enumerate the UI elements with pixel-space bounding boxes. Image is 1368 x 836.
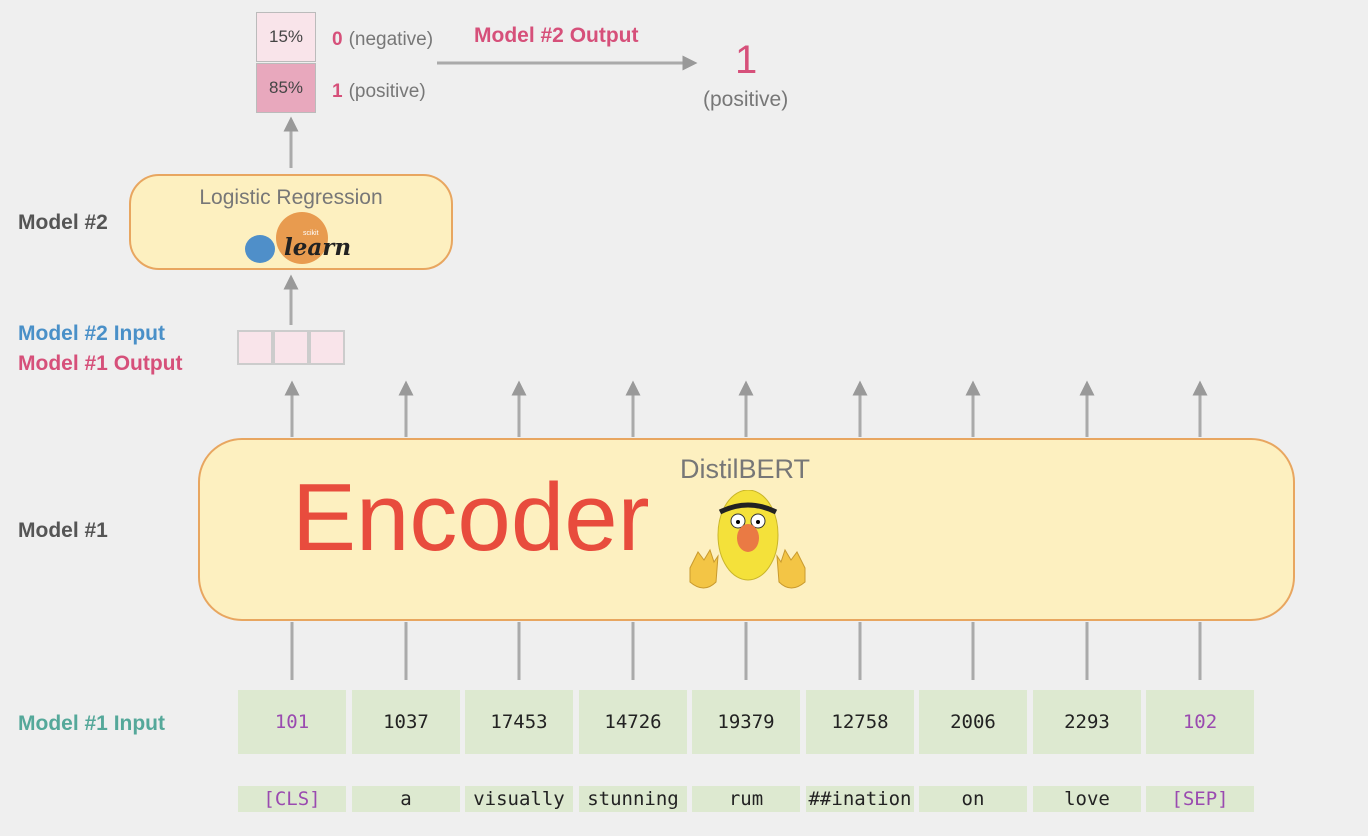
token-text-cell: visually (465, 786, 573, 812)
class-positive-label: 1(positive) (332, 81, 426, 103)
token-text-cell: love (1033, 786, 1141, 812)
token-id-cell: 17453 (465, 690, 573, 754)
sklearn-logo-icon (245, 212, 328, 264)
model1-input-label: Model #1 Input (18, 712, 165, 735)
prob-negative-cell: 15% (256, 12, 316, 62)
token-text-cell: on (919, 786, 1027, 812)
encoder-title: Encoder (292, 464, 650, 571)
token-id-cell: 101 (238, 690, 346, 754)
token-id-cell: 2006 (919, 690, 1027, 754)
class-positive-name: (positive) (348, 81, 426, 102)
logistic-regression-title: Logistic Regression (199, 186, 383, 209)
sklearn-logo-text: learn (284, 234, 352, 261)
prob-positive-percent: 85% (268, 78, 304, 97)
logistic-regression-box: Logistic Regression scikit learn (129, 174, 453, 270)
token-id-cell: 102 (1146, 690, 1254, 754)
model2-output-title: Model #2 Output (474, 24, 639, 47)
class-negative-label: 0(negative) (332, 29, 433, 51)
token-text-cell: [SEP] (1146, 786, 1254, 812)
vector-cell (237, 330, 273, 365)
prob-negative-percent: 15% (268, 27, 304, 46)
token-text-cell: [CLS] (238, 786, 346, 812)
vector-cell (273, 330, 309, 365)
token-id-cell: 12758 (806, 690, 914, 754)
token-text-cell: ##ination (806, 786, 914, 812)
class-negative-num: 0 (332, 29, 343, 50)
bert-character-icon (689, 490, 806, 589)
model2-label: Model #2 (18, 211, 108, 234)
model1-output-label: Model #1 Output (18, 352, 183, 375)
token-text-cell: rum (692, 786, 800, 812)
token-id-cell: 1037 (352, 690, 460, 754)
encoder-subtitle: DistilBERT (680, 454, 811, 484)
output-value: 1 (735, 38, 758, 82)
model1-label: Model #1 (18, 519, 108, 542)
prob-positive-cell: 85% (256, 63, 316, 113)
class-positive-num: 1 (332, 81, 343, 102)
model2-input-label: Model #2 Input (18, 322, 165, 345)
vector-cell (309, 330, 345, 365)
token-text-cell: a (352, 786, 460, 812)
output-label: (positive) (703, 88, 789, 111)
token-id-cell: 19379 (692, 690, 800, 754)
token-id-cell: 2293 (1033, 690, 1141, 754)
token-id-cell: 14726 (579, 690, 687, 754)
sklearn-logo-small-text: scikit (303, 230, 319, 237)
class-negative-name: (negative) (348, 29, 434, 50)
token-text-cell: stunning (579, 786, 687, 812)
